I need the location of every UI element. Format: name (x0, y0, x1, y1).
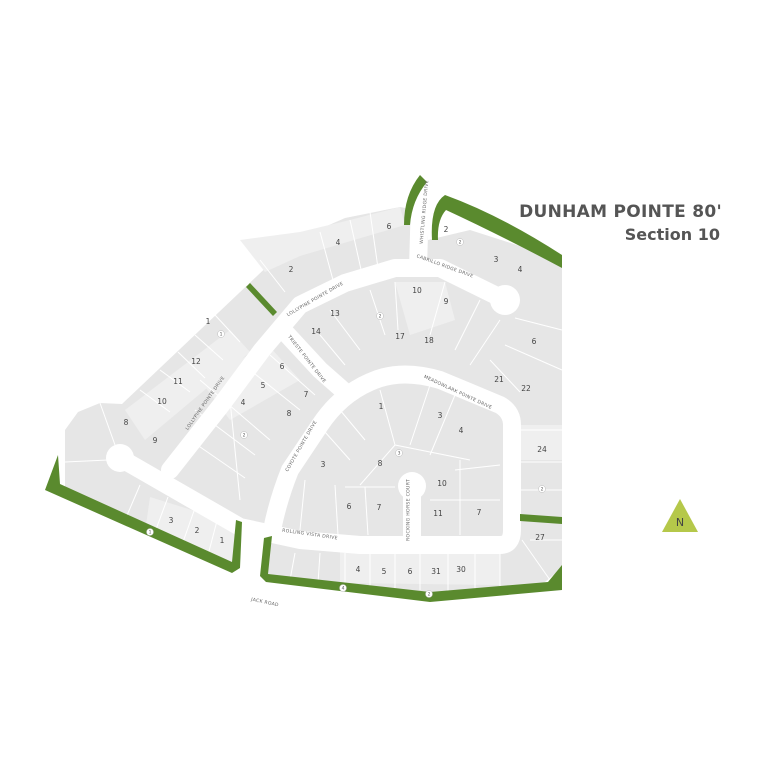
lot-label: 17 (395, 332, 405, 341)
buffer-whistling (404, 175, 427, 225)
cul-de-sac-rocking-horse (398, 472, 426, 500)
buffer-northeast (431, 195, 562, 268)
cul-de-sac-west (106, 444, 134, 472)
lot-label: 2 (195, 526, 200, 535)
road-trieste (274, 321, 354, 401)
street-label-jack: JACK ROAD (250, 596, 280, 608)
phase-marker: 3 (395, 449, 403, 457)
lot-label: 30 (456, 565, 466, 574)
street-label-rocking-horse: ROCKING HORSE COURT (406, 479, 412, 541)
road-lollypine-north (161, 259, 514, 479)
light-lots (125, 207, 562, 585)
lot-label: 22 (521, 384, 531, 393)
lot-label: 12 (191, 357, 201, 366)
lot-label: 5 (261, 381, 266, 390)
phase-markers: 2 1 2 2 3 1 2 4 2 (146, 238, 546, 598)
svg-text:2: 2 (243, 433, 246, 439)
svg-text:2: 2 (428, 592, 431, 598)
lot-label: 31 (431, 567, 441, 576)
lot-label: 1 (206, 317, 211, 326)
map-title: DUNHAM POINTE 80' (519, 202, 722, 222)
lot-label: 6 (280, 362, 285, 371)
lot-label: 13 (330, 309, 340, 318)
lot-label: 21 (494, 375, 504, 384)
lot-label: 9 (153, 436, 158, 445)
phase-marker: 4 (339, 584, 347, 592)
phase-marker: 2 (376, 312, 384, 320)
lot-lines (64, 211, 563, 592)
map-subtitle: Section 10 (624, 225, 720, 244)
lot-label: 10 (437, 479, 447, 488)
road-whistling (409, 191, 429, 277)
buffer-south (260, 536, 562, 602)
lot-label: 2 (444, 225, 449, 234)
lot-label: 18 (424, 336, 434, 345)
svg-text:1: 1 (149, 530, 152, 536)
lot-label: 10 (412, 286, 422, 295)
svg-text:2: 2 (459, 240, 462, 246)
north-arrow-icon: N (662, 499, 698, 532)
lot-label: 7 (304, 390, 309, 399)
lot-label: 9 (444, 297, 449, 306)
phase-marker: 2 (425, 590, 433, 598)
lot-label: 8 (124, 418, 129, 427)
lot-label: 4 (241, 398, 246, 407)
lot-label: 2 (289, 265, 294, 274)
svg-text:3: 3 (398, 451, 401, 457)
buffer-southwest (45, 455, 242, 573)
svg-text:2: 2 (541, 487, 544, 493)
lot-label: 7 (377, 503, 382, 512)
lot-label: 8 (287, 409, 292, 418)
lot-label: 3 (169, 516, 174, 525)
north-label: N (676, 516, 684, 529)
lot-label: 3 (438, 411, 443, 420)
lot-label: 4 (356, 565, 361, 574)
lot-label: 10 (157, 397, 167, 406)
phase-marker: 2 (240, 431, 248, 439)
lot-label: 24 (537, 445, 547, 454)
lot-label: 3 (494, 255, 499, 264)
buffer-east-strip (520, 514, 562, 524)
lot-label: 5 (382, 567, 387, 576)
green-buffers (45, 175, 562, 602)
lot-label: 3 (321, 460, 326, 469)
buffer-strip (246, 283, 277, 316)
road-cul-de-sac-loop (111, 365, 521, 554)
phase-marker: 1 (217, 330, 225, 338)
lot-label: 14 (311, 327, 321, 336)
roads (111, 191, 521, 554)
street-label-whistling: WHISTLING RIDGE DRIVE (419, 180, 431, 244)
lot-label: 6 (387, 222, 392, 231)
lot-label: 7 (477, 508, 482, 517)
lot-label: 4 (518, 265, 523, 274)
lot-label: 4 (459, 426, 464, 435)
lot-label: 6 (408, 567, 413, 576)
map-title-block: DUNHAM POINTE 80' Section 10 (519, 202, 722, 244)
lot-label: 6 (347, 502, 352, 511)
lot-labels: 6 4 2 1 12 11 10 8 9 3 2 1 2 3 4 10 9 13… (124, 222, 547, 576)
lot-label: 1 (379, 402, 384, 411)
svg-text:1: 1 (220, 332, 223, 338)
svg-text:2: 2 (379, 314, 382, 320)
lot-label: 6 (532, 337, 537, 346)
cul-de-sac-cabrillo (490, 285, 520, 315)
lot-label: 27 (535, 533, 545, 542)
phase-marker: 2 (538, 485, 546, 493)
phase-marker: 1 (146, 528, 154, 536)
lot-label: 1 (220, 536, 225, 545)
lot-label: 4 (336, 238, 341, 247)
svg-text:4: 4 (342, 586, 345, 592)
lot-label: 11 (433, 509, 443, 518)
lot-label: 8 (378, 459, 383, 468)
phase-marker: 2 (456, 238, 464, 246)
lot-label: 11 (173, 377, 183, 386)
